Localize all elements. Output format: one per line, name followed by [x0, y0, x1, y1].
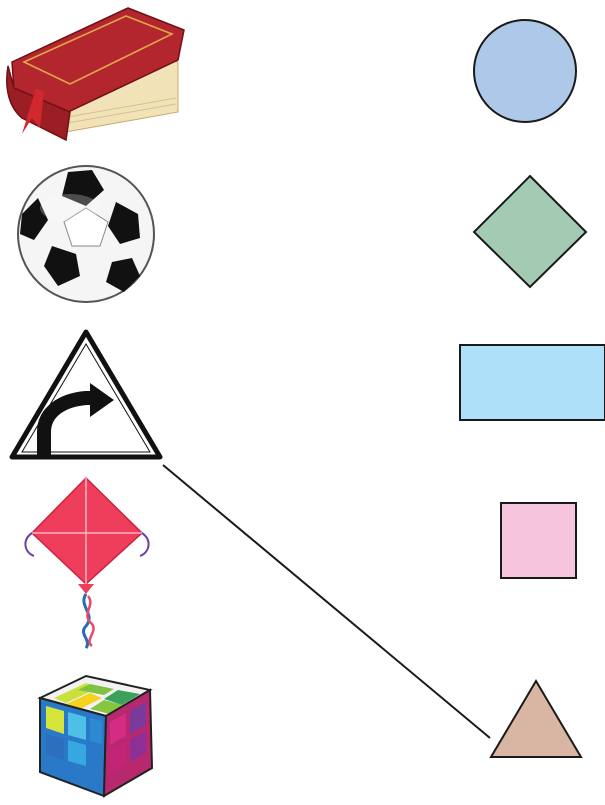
right-turn-sign-icon[interactable] — [12, 332, 160, 457]
rectangle-shape[interactable] — [460, 345, 605, 420]
triangle-shape[interactable] — [491, 681, 581, 757]
book-icon[interactable] — [7, 8, 184, 140]
kite-icon[interactable] — [25, 478, 148, 648]
soccer-ball-icon[interactable] — [18, 166, 154, 302]
diamond-shape[interactable] — [474, 176, 586, 287]
match-line[interactable] — [163, 465, 490, 738]
circle-shape[interactable] — [474, 20, 576, 122]
square-shape[interactable] — [501, 503, 576, 578]
cube-icon[interactable] — [40, 676, 152, 796]
